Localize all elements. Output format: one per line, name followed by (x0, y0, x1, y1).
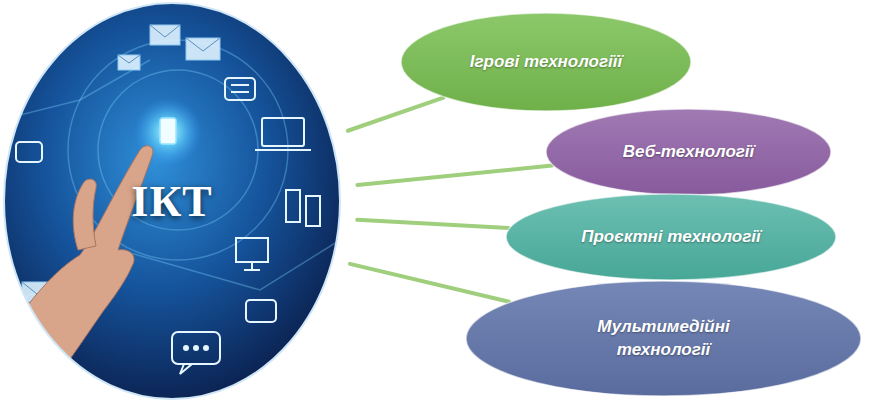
connector-line (357, 166, 552, 185)
ict-circle: ІКТ (4, 3, 340, 399)
connector-stroke (357, 166, 552, 185)
node-text-group: Ігрові технологіїї (470, 51, 623, 73)
ellipse-label: Мультимедійні технології (579, 316, 749, 360)
ellipse-label: Ігрові технологіїї (470, 51, 623, 73)
ellipse-label: Веб-технології (623, 141, 755, 163)
circle-rim (4, 3, 340, 399)
ellipse-shape (546, 109, 831, 195)
connector-line (350, 264, 509, 302)
circle-label: ІКТ (131, 176, 212, 227)
connector-stroke (357, 220, 508, 228)
ellipse-label: Проєктні технології (581, 226, 761, 248)
node-text-group: Мультимедійні технології (579, 316, 749, 360)
ellipse-shape (466, 281, 861, 396)
node-text-group: ІКТ (131, 176, 212, 227)
connector-line (357, 220, 508, 228)
technology-ellipse: Проєктні технології (505, 193, 837, 281)
node-text-group: Проєктні технології (581, 226, 761, 248)
ellipse-outline (465, 280, 862, 397)
connector-stroke (350, 264, 509, 302)
illustration-content (0, 0, 345, 401)
connector-line (348, 98, 444, 131)
technology-ellipse: Веб-технології (545, 108, 832, 196)
technology-ellipse: Ігрові технологіїї (400, 12, 692, 112)
ellipse-shape (401, 13, 691, 111)
ellipse-shape (506, 194, 836, 280)
connector-stroke (348, 98, 444, 131)
node-text-group: Веб-технології (623, 141, 755, 163)
technology-ellipse: Мультимедійні технології (465, 280, 862, 397)
